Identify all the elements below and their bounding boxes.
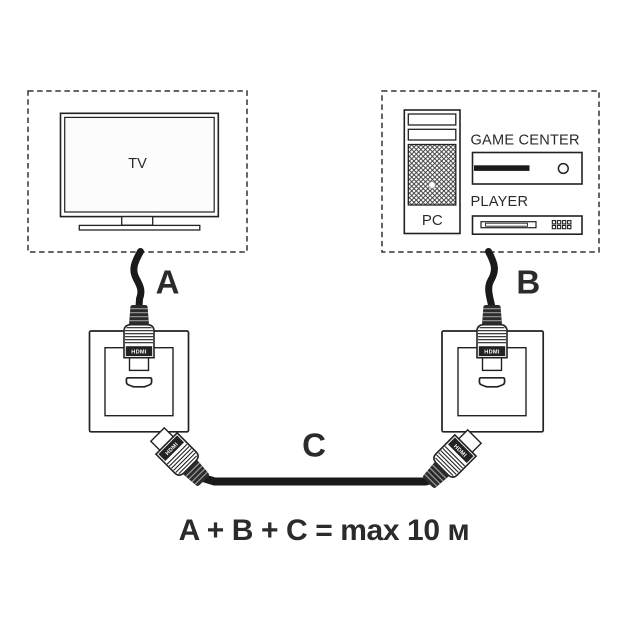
pc-power-button [428, 181, 436, 189]
tv-zone-dashed-box [27, 90, 248, 253]
hdmi-connector-a-text: HDMI [131, 350, 147, 356]
cable-c-label: C [302, 426, 326, 463]
hdmi-port-right-icon [478, 376, 506, 388]
media-player-buttons [551, 220, 572, 230]
game-center-label: GAME CENTER [471, 133, 580, 149]
game-console-icon [471, 151, 583, 185]
hdmi-port-left-icon [125, 376, 153, 388]
game-console-vent-bar [474, 165, 530, 171]
length-formula: A + B + C = max 10 м [179, 514, 470, 547]
tv-screen [64, 116, 215, 213]
hdmi-cable-a [130, 248, 145, 311]
pc-drive-bay-2 [407, 128, 457, 141]
pc-tower-icon: PC [403, 109, 461, 235]
game-console-power-button [557, 162, 569, 175]
tv-icon: TV [59, 112, 220, 231]
player-label: PLAYER [471, 194, 529, 210]
tv-label: TV [128, 156, 147, 172]
hdmi-cable-b [485, 248, 498, 311]
cable-a-label: A [156, 263, 180, 300]
cable-b-label: B [516, 263, 540, 300]
pc-drive-bay-1 [407, 113, 457, 126]
hdmi-cable-c [196, 473, 444, 486]
pc-label: PC [422, 212, 443, 229]
media-player-tray-slot [485, 222, 528, 227]
hdmi-connector-b-text: HDMI [484, 350, 500, 356]
media-player-icon [471, 215, 583, 236]
pc-vent-grille [407, 143, 457, 206]
tv-stand-neck [121, 215, 154, 226]
tv-stand-base [78, 224, 201, 231]
